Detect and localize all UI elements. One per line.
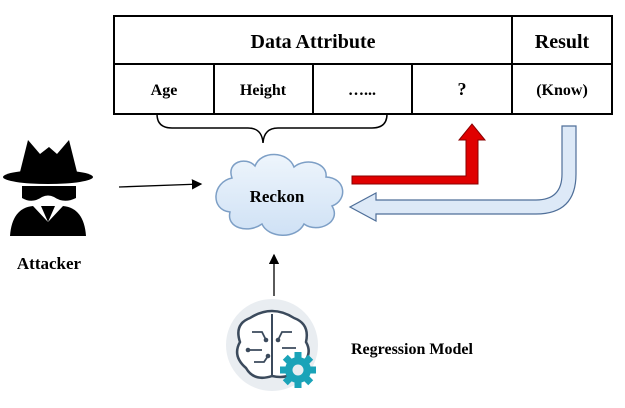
curly-brace (156, 113, 388, 144)
attacker-label: Attacker (17, 254, 82, 273)
cell-result-know: (Know) (536, 82, 588, 99)
arrow-attacker-to-reckon (118, 179, 203, 190)
spy-icon (3, 140, 93, 236)
header-result: Result (535, 31, 590, 53)
cell-height: Height (240, 82, 287, 99)
reckon-label: Reckon (250, 187, 305, 206)
cell-unknown: ? (458, 79, 467, 99)
brain-gear-icon (226, 299, 318, 391)
cell-ellipsis: …... (348, 82, 376, 99)
reckon-cloud (215, 153, 344, 236)
cell-age: Age (151, 82, 178, 99)
blue-arrow-result-to-reckon (348, 125, 577, 223)
attribute-table: Data Attribute Result Age Height …... ? … (113, 15, 613, 115)
red-arrow-to-unknown (351, 123, 487, 185)
regression-model-label: Regression Model (351, 341, 473, 358)
header-data-attribute: Data Attribute (251, 31, 376, 53)
